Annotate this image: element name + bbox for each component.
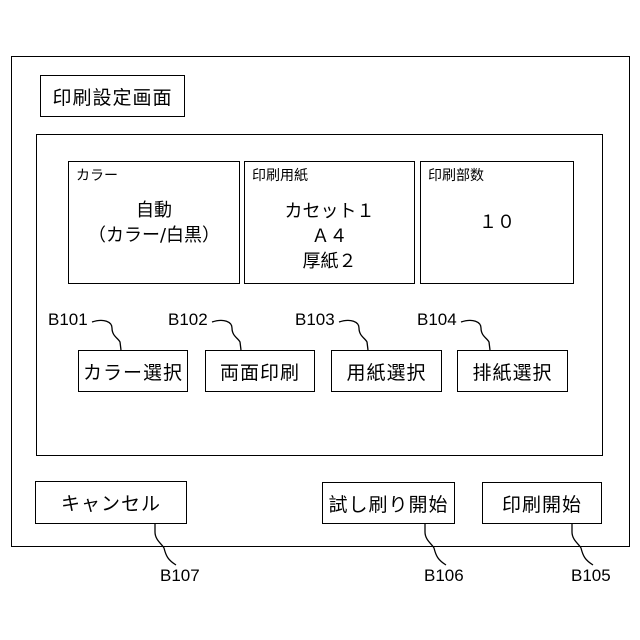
leader-line-b106 <box>425 524 446 565</box>
leader-line-b103 <box>339 320 368 350</box>
ref-label-b102: B102 <box>168 310 208 330</box>
leader-line-b104 <box>461 320 490 350</box>
ref-label-b106: B106 <box>424 566 464 586</box>
ref-label-b101: B101 <box>48 310 88 330</box>
leader-line-b107 <box>155 524 176 565</box>
leader-line-b102 <box>212 320 241 350</box>
leader-line-b101 <box>92 320 121 350</box>
leader-line-b105 <box>572 524 593 565</box>
ref-label-b107: B107 <box>160 566 200 586</box>
ref-label-b105: B105 <box>571 566 611 586</box>
ref-label-b103: B103 <box>295 310 335 330</box>
ref-label-b104: B104 <box>417 310 457 330</box>
